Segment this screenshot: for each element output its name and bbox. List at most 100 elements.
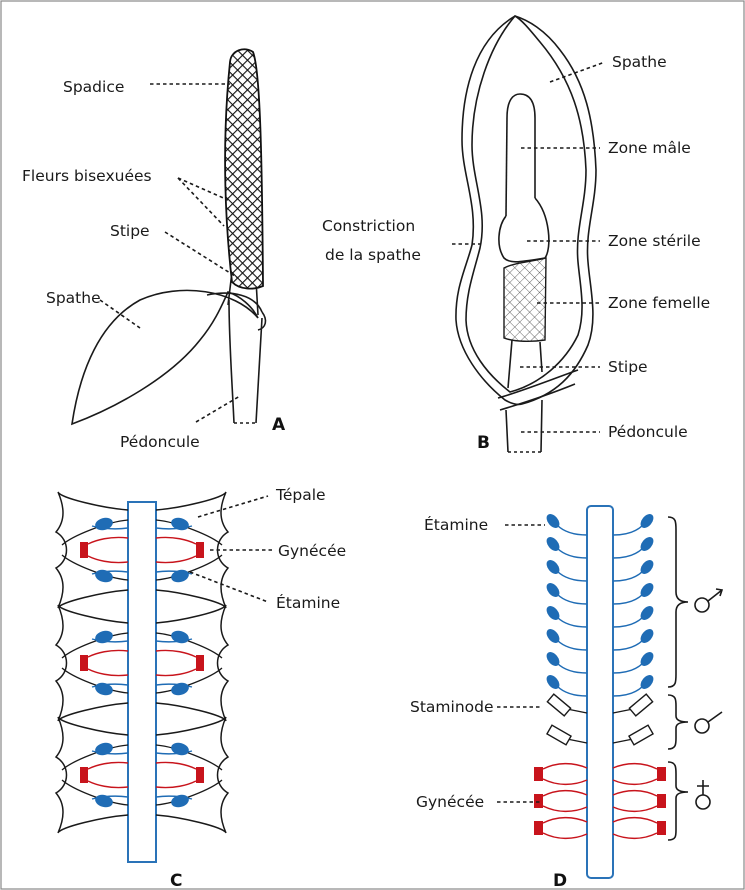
gynoecium-d xyxy=(534,818,587,839)
stamen-filament xyxy=(613,594,643,604)
stamen-filament xyxy=(613,640,643,650)
stamen-filament xyxy=(613,663,643,673)
gynoecium-ovary xyxy=(543,764,587,785)
female-symbol xyxy=(696,780,710,809)
label-peduncle-b: Pédoncule xyxy=(608,423,688,441)
label-stipe-b: Stipe xyxy=(608,358,648,376)
stamen-d xyxy=(544,558,587,581)
gynoecium-d xyxy=(534,791,587,812)
staminode-body xyxy=(547,694,570,716)
stamen-anther xyxy=(170,568,190,584)
label-stamen-c: Étamine xyxy=(276,593,340,612)
label-stamen-d: Étamine xyxy=(424,515,488,534)
gynoecium-stigma xyxy=(534,767,543,781)
label-spathe-b: Spathe xyxy=(612,53,667,71)
gynoecium-d xyxy=(613,818,666,839)
gynoecium-ovary xyxy=(543,818,587,839)
gynoecium-d xyxy=(613,764,666,785)
stamen-filament xyxy=(557,594,587,604)
gynoecium-ovary xyxy=(88,762,128,787)
spadix-a xyxy=(225,49,263,288)
stamen-d xyxy=(613,627,656,650)
gynoecium-stigma xyxy=(80,655,88,671)
gynoecium-ovary xyxy=(88,537,128,562)
panel-letter-b: B xyxy=(477,433,490,453)
staminode xyxy=(613,725,653,745)
axis-c xyxy=(128,502,156,862)
spathe-b-base xyxy=(498,370,578,410)
bracket-sterile xyxy=(668,695,688,749)
axis-d xyxy=(587,506,613,878)
gynoecium-stigma xyxy=(534,794,543,808)
spathe-a-fold xyxy=(207,293,262,312)
stamen-filament xyxy=(613,617,643,627)
stamen-filament xyxy=(613,525,643,535)
panel-letter-c: C xyxy=(170,871,182,890)
gynoecium-stigma xyxy=(80,767,88,783)
panel-d: Étamine Staminode Gynécée D xyxy=(410,506,722,890)
male-symbol xyxy=(695,589,722,612)
label-gynoecium-c: Gynécée xyxy=(278,542,346,560)
label-gynoecium-d: Gynécée xyxy=(416,793,484,811)
leader-tepal xyxy=(198,496,268,517)
label-stipe-a: Stipe xyxy=(110,222,150,240)
peduncle-a xyxy=(229,300,262,423)
staminode xyxy=(547,694,587,716)
tepal xyxy=(156,717,228,833)
label-spadix: Spadice xyxy=(63,78,124,96)
stamen-d xyxy=(613,673,656,696)
female-zone-b xyxy=(504,258,546,341)
panel-letter-d: D xyxy=(553,871,567,890)
stamen-d xyxy=(613,604,656,627)
gynoecium-d xyxy=(534,764,587,785)
gynoecium-ovary xyxy=(88,650,128,675)
stamen-anther xyxy=(94,681,114,697)
stamen-anther xyxy=(170,741,190,757)
gynoecium-stigma xyxy=(657,821,666,835)
label-constriction-2: de la spathe xyxy=(325,246,421,264)
stamen-d xyxy=(544,512,587,535)
stamen-d xyxy=(613,535,656,558)
stamen-d xyxy=(613,650,656,673)
gynoecium-stigma xyxy=(80,542,88,558)
label-female-zone: Zone femelle xyxy=(608,294,710,312)
stamen-filament xyxy=(557,548,587,558)
gynoecium-ovary xyxy=(613,764,657,785)
label-sterile-zone: Zone stérile xyxy=(608,232,701,250)
stamen-filament xyxy=(613,686,643,696)
stamen-filament xyxy=(613,571,643,581)
leader-flowers-1 xyxy=(178,178,228,200)
stamen-filament xyxy=(613,548,643,558)
stamen-anther xyxy=(170,629,190,645)
staminode-stalk xyxy=(613,739,633,743)
label-male-zone: Zone mâle xyxy=(608,139,691,157)
gynoecium-ovary xyxy=(613,791,657,812)
flower-c xyxy=(156,717,228,833)
flower-c xyxy=(56,492,128,608)
staminode-body xyxy=(629,725,653,745)
stamen-anther xyxy=(170,793,190,809)
staminode-stalk xyxy=(567,739,587,743)
tepal xyxy=(56,492,128,608)
stamen-filament xyxy=(557,525,587,535)
gynoecium-ovary xyxy=(543,791,587,812)
bracket-female xyxy=(668,762,688,840)
label-constriction-1: Constriction xyxy=(322,217,415,235)
gynoecium-d xyxy=(613,791,666,812)
stamen-anther xyxy=(94,516,114,532)
stamen-anther xyxy=(94,629,114,645)
stamen-anther xyxy=(170,681,190,697)
gynoecium-stigma xyxy=(196,655,204,671)
stamen-anther xyxy=(170,516,190,532)
flower-c xyxy=(56,605,128,721)
spathe-b-outer xyxy=(456,16,596,404)
tepal xyxy=(56,605,128,721)
flower-c xyxy=(56,717,128,833)
stamen-anther xyxy=(94,793,114,809)
gynoecium-ovary xyxy=(156,537,196,562)
gynoecium-ovary xyxy=(156,650,196,675)
gynoecium-ovary xyxy=(156,762,196,787)
label-peduncle-a: Pédoncule xyxy=(120,433,200,451)
